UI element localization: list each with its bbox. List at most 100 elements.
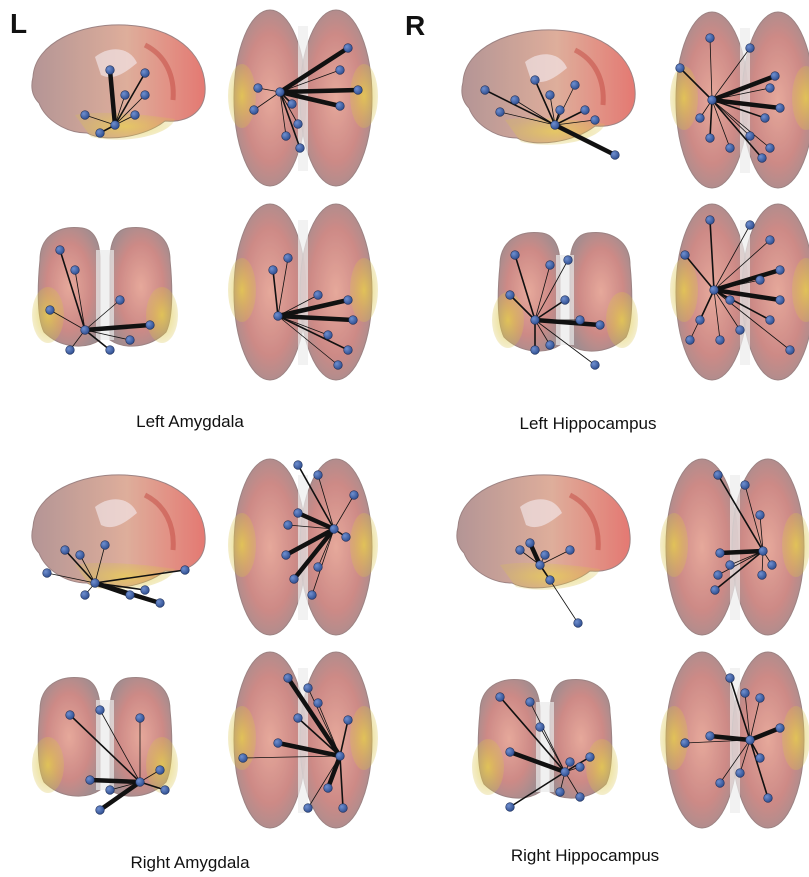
right-hippocampus-inferior-node (746, 736, 755, 745)
left-hippocampus-inferior-node (776, 266, 785, 275)
left-hippocampus-superior-node (746, 132, 755, 141)
left-amygdala-inferior-node (269, 266, 278, 275)
left-hippocampus-inferior-node (746, 221, 755, 230)
right-amygdala-anterior-view (30, 670, 180, 805)
right-amygdala-superior-node (290, 575, 299, 584)
right-hippocampus-anterior-node (496, 693, 505, 702)
left-hippocampus-inferior-node (766, 316, 775, 325)
right-hippocampus-anterior-node (526, 698, 535, 707)
left-amygdala-inferior-view (228, 200, 378, 385)
right-hippocampus-anterior-view (470, 672, 620, 807)
left-amygdala-anterior-node (46, 306, 55, 315)
right-hippocampus-lateral-node (516, 546, 525, 555)
right-amygdala-lateral-node (81, 591, 90, 600)
right-amygdala-inferior-node (294, 714, 303, 723)
right-amygdala-lateral-node (126, 591, 135, 600)
right-hippocampus-superior-node (711, 586, 720, 595)
right-hippocampus-lateral-node (541, 551, 550, 560)
right-amygdala-superior-node (314, 471, 323, 480)
right-hippocampus-superior-node (741, 481, 750, 490)
caption-left-amygdala: Left Amygdala (40, 412, 340, 432)
left-amygdala-anterior-node (106, 346, 115, 355)
left-amygdala-anterior-node (66, 346, 75, 355)
left-hippocampus-anterior-node (511, 251, 520, 260)
right-amygdala-lateral-node (156, 599, 165, 608)
left-amygdala-lateral-node (121, 91, 130, 100)
left-amygdala-anterior-node (81, 326, 90, 335)
left-hippocampus-superior-node (708, 96, 717, 105)
left-hippocampus-anterior-node (564, 256, 573, 265)
left-amygdala-inferior-node (334, 361, 343, 370)
right-amygdala-superior-node (330, 525, 339, 534)
right-hippocampus-lateral-node (536, 561, 545, 570)
left-amygdala-superior-edge (280, 90, 358, 92)
left-hippocampus-superior-node (676, 64, 685, 73)
right-amygdala-anterior-node (66, 711, 75, 720)
right-hippocampus-inferior-node (756, 694, 765, 703)
right-amygdala-lateral-node (181, 566, 190, 575)
left-hippocampus-superior-view (670, 8, 809, 193)
right-amygdala-lateral-node (91, 579, 100, 588)
left-hippocampus-inferior-node (736, 326, 745, 335)
left-amygdala-anterior-view (30, 220, 180, 355)
left-hippocampus-lateral-node (481, 86, 490, 95)
left-amygdala-inferior-node (284, 254, 293, 263)
right-amygdala-inferior-node (239, 754, 248, 763)
caption-left-hippocampus: Left Hippocampus (438, 414, 738, 434)
left-hippocampus-anterior-node (531, 316, 540, 325)
right-amygdala-superior-node (314, 563, 323, 572)
right-amygdala-lateral-node (101, 541, 110, 550)
left-hippocampus-inferior-node (686, 336, 695, 345)
left-amygdala-lateral-node (131, 111, 140, 120)
left-hippocampus-inferior-node (756, 276, 765, 285)
left-hippocampus-lateral-node (531, 76, 540, 85)
right-amygdala-inferior-node (336, 752, 345, 761)
right-amygdala-inferior-node (344, 716, 353, 725)
left-hippocampus-superior-node (706, 134, 715, 143)
left-hippocampus-superior-node (766, 84, 775, 93)
left-hippocampus-lateral-node (556, 106, 565, 115)
left-hippocampus-inferior-node (776, 296, 785, 305)
right-hippocampus-superior-node (714, 571, 723, 580)
left-hippocampus-lateral-node (611, 151, 620, 160)
right-amygdala-superior-node (284, 521, 293, 530)
left-hippocampus-anterior-node (561, 296, 570, 305)
right-amygdala-superior-node (282, 551, 291, 560)
left-amygdala-lateral-node (106, 66, 115, 75)
left-hippocampus-lateral-node (551, 121, 560, 130)
right-hippocampus-inferior-node (764, 794, 773, 803)
right-hippocampus-superior-edge (720, 551, 763, 553)
right-amygdala-anterior-node (96, 706, 105, 715)
left-hippocampus-superior-node (696, 114, 705, 123)
left-hippocampus-anterior-node (546, 261, 555, 270)
left-hippocampus-lateral-node (591, 116, 600, 125)
right-hippocampus-superior-node (758, 571, 767, 580)
right-amygdala-inferior-node (324, 784, 333, 793)
left-amygdala-anterior-node (116, 296, 125, 305)
left-hippocampus-anterior-view (490, 225, 640, 360)
right-hippocampus-superior-node (726, 561, 735, 570)
left-amygdala-lateral-node (141, 91, 150, 100)
left-amygdala-superior-node (294, 120, 303, 129)
left-amygdala-lateral-node (141, 69, 150, 78)
right-amygdala-inferior-node (284, 674, 293, 683)
right-amygdala-lateral-node (61, 546, 70, 555)
right-amygdala-superior-node (294, 461, 303, 470)
caption-right-hippocampus: Right Hippocampus (435, 846, 735, 866)
right-hippocampus-anterior-node (561, 768, 570, 777)
right-hippocampus-superior-node (759, 547, 768, 556)
left-hippocampus-superior-node (771, 72, 780, 81)
left-amygdala-inferior-node (344, 296, 353, 305)
left-amygdala-inferior-node (274, 312, 283, 321)
left-amygdala-inferior-node (324, 331, 333, 340)
right-hippocampus-lateral-node (526, 539, 535, 548)
right-hippocampus-anterior-node (536, 723, 545, 732)
left-hippocampus-lateral-node (571, 81, 580, 90)
left-hippocampus-inferior-node (726, 296, 735, 305)
right-amygdala-inferior-node (304, 804, 313, 813)
left-hippocampus-inferior-node (786, 346, 795, 355)
left-amygdala-superior-node (282, 132, 291, 141)
left-hippocampus-lateral-node (511, 96, 520, 105)
right-amygdala-anterior-node (106, 786, 115, 795)
right-amygdala-lateral-view (25, 465, 210, 605)
